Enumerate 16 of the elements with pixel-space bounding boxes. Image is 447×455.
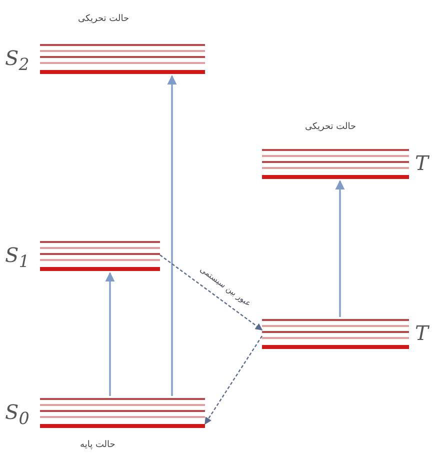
- state-caption: حالت تحریکی: [78, 14, 130, 24]
- dashed-arrow: [204, 336, 262, 425]
- state-symbol: T: [415, 323, 428, 343]
- state-symbol: S$_{2}$: [5, 48, 30, 74]
- arrow: [167, 75, 177, 396]
- dashed-arrow: [160, 254, 263, 330]
- state-symbol: T: [415, 153, 428, 173]
- energy-level-stack: [5, 396, 205, 430]
- state-caption: حالت پایه: [80, 440, 116, 450]
- arrow: [105, 272, 115, 396]
- arrow: [335, 180, 345, 317]
- energy-level-stack: [5, 239, 160, 273]
- energy-level-stack: [5, 42, 205, 76]
- state-symbol: S$_{0}$: [5, 402, 30, 428]
- state-caption: حالت تحریکی: [305, 122, 356, 132]
- state-symbol: S$_{1}$: [5, 245, 30, 271]
